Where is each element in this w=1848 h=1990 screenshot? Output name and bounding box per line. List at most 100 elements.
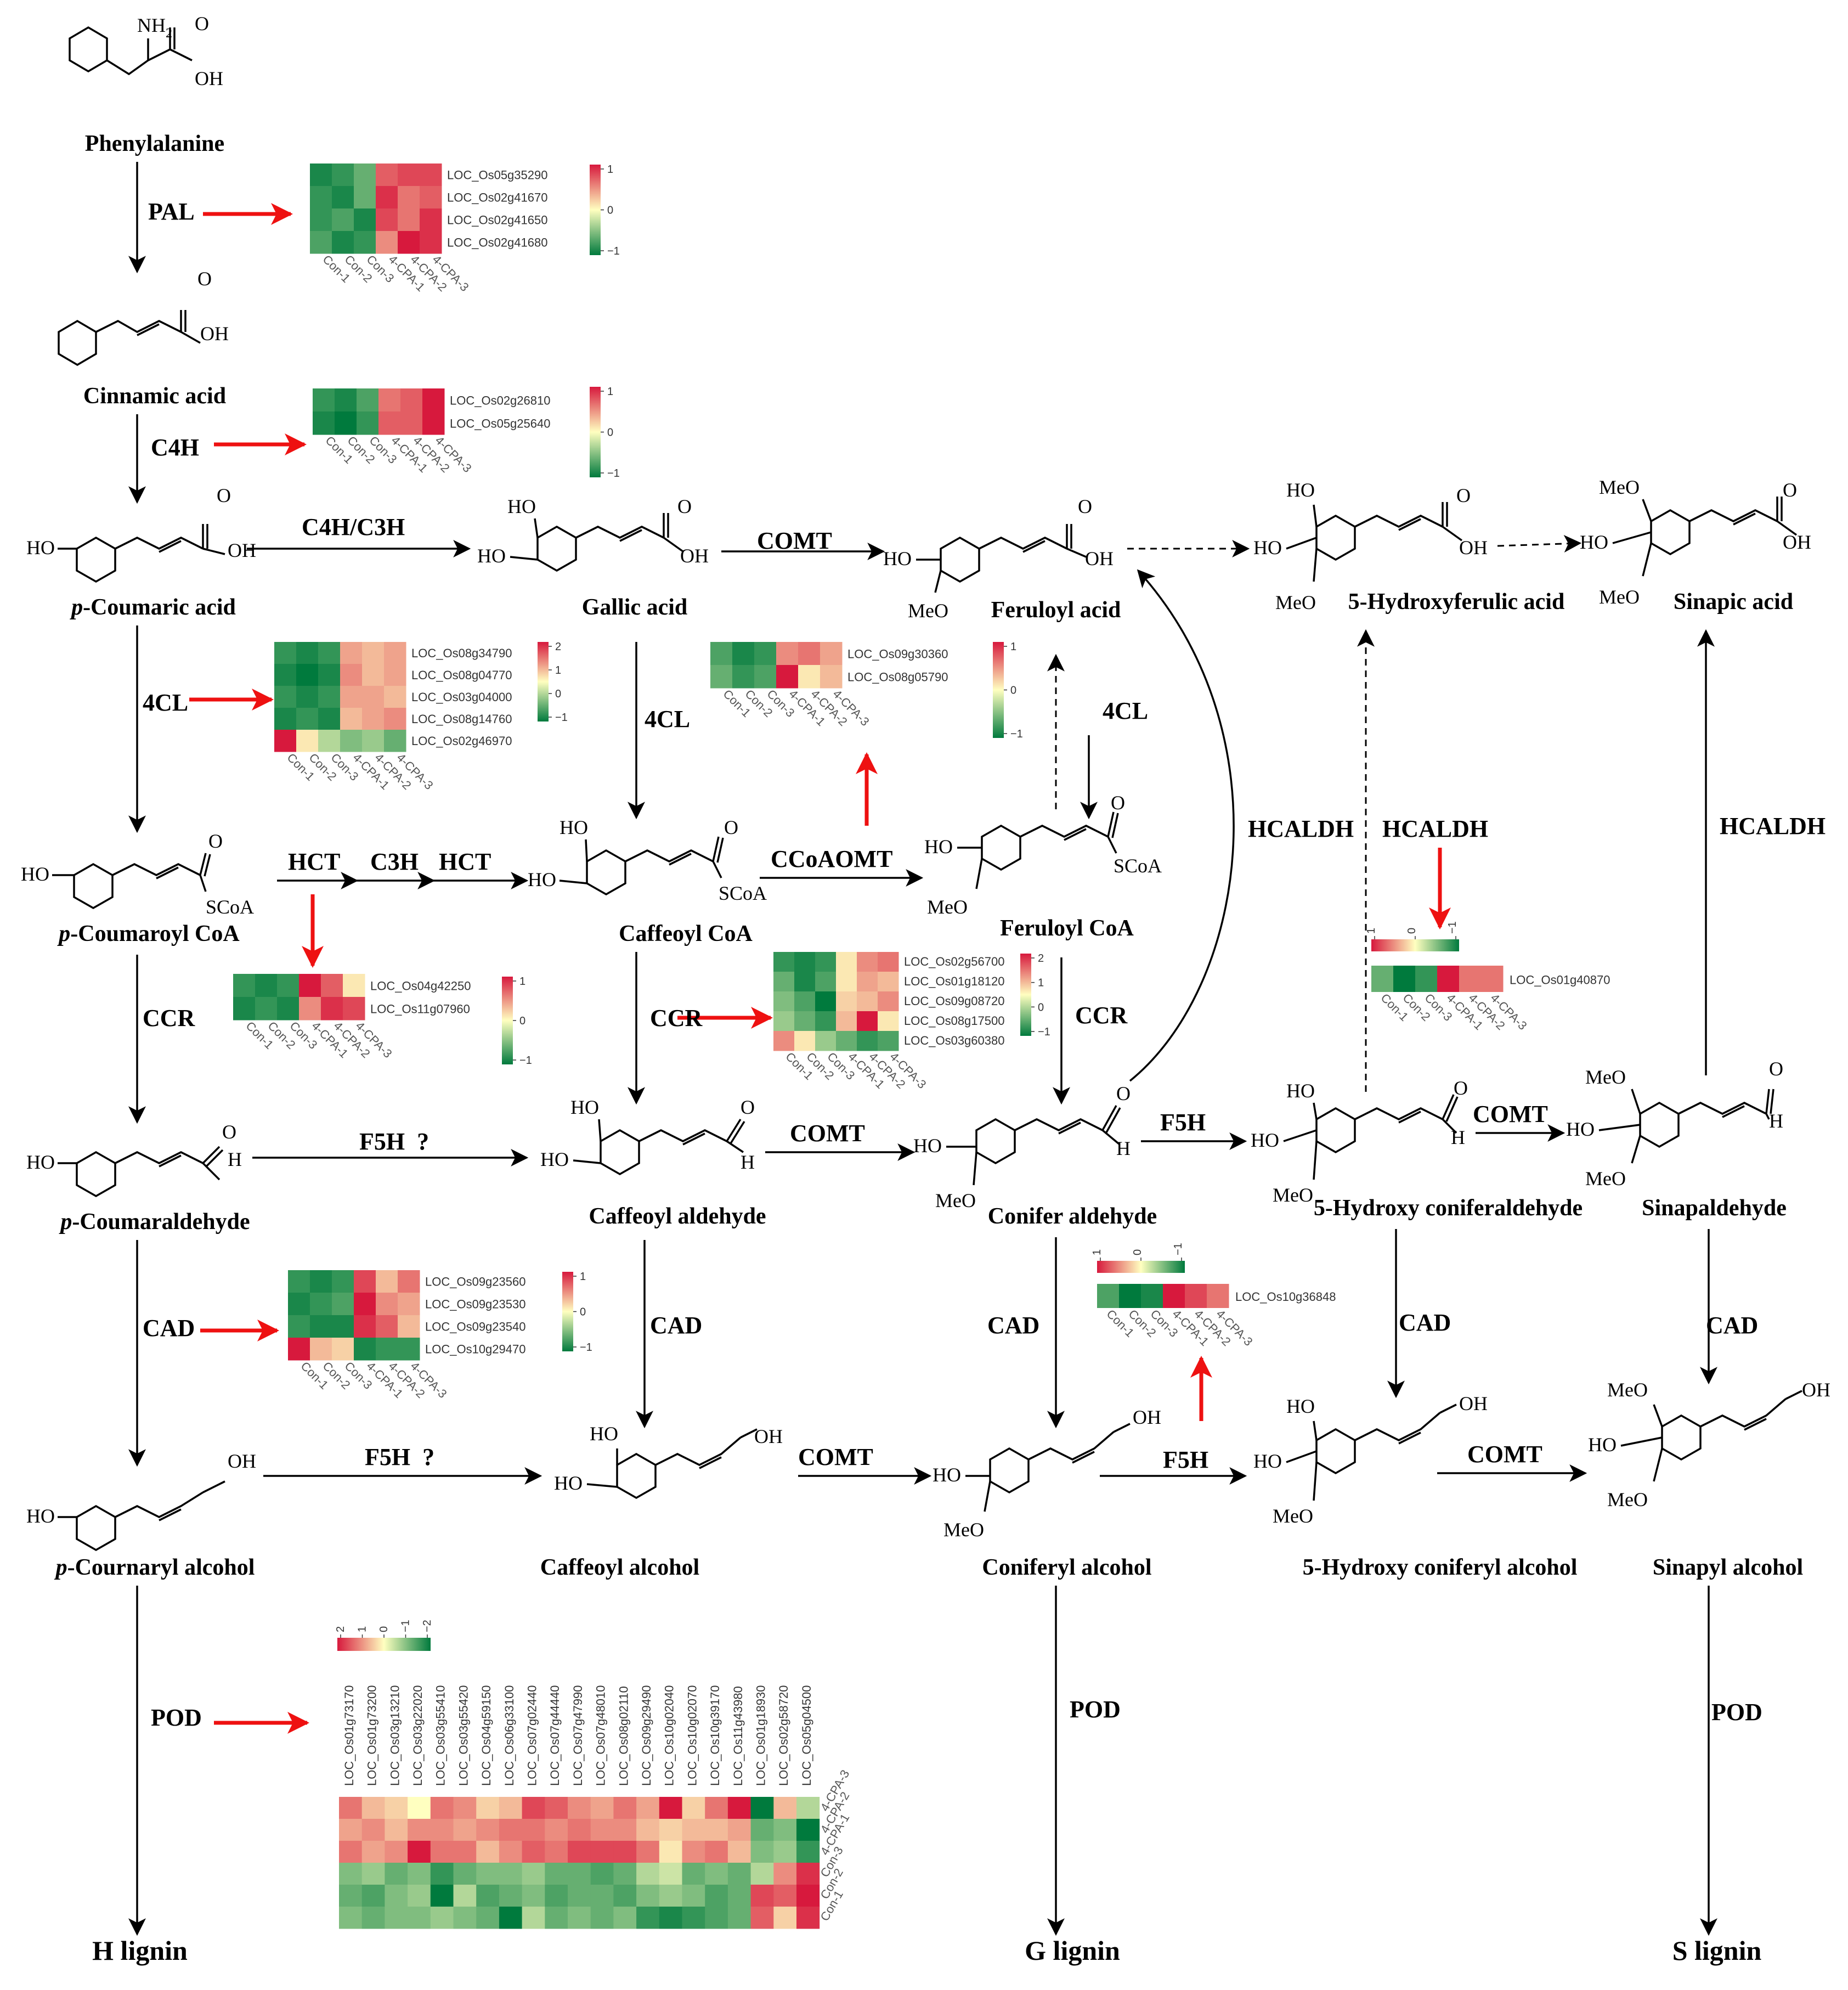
heatmap-cell bbox=[568, 1819, 591, 1841]
heatmap-cell bbox=[361, 1841, 385, 1863]
heatmap-cell bbox=[568, 1797, 591, 1819]
heatmap-cell bbox=[384, 642, 406, 664]
heatmap-cell bbox=[339, 1885, 363, 1907]
heatmap-cell bbox=[773, 952, 795, 972]
h-label: H bbox=[1451, 1126, 1465, 1148]
enzyme-hct-2: HCT bbox=[439, 848, 491, 875]
scale-tick: −1 bbox=[1010, 728, 1023, 740]
color-scale bbox=[502, 977, 513, 1064]
p-coumaric-acid-structure: HO O OH bbox=[26, 484, 256, 583]
heatmap-cell bbox=[590, 1819, 614, 1841]
heatmap-cell bbox=[339, 1907, 363, 1929]
heatmap-cell bbox=[422, 411, 445, 435]
heatmap-hct: LOC_Os04g42250LOC_Os11g07960Con-1Con-2Co… bbox=[233, 974, 532, 1067]
heatmap-cell bbox=[773, 1863, 797, 1885]
heatmap-cell bbox=[659, 1907, 682, 1929]
enzyme-cad-2: CAD bbox=[650, 1312, 702, 1339]
heatmap-cell bbox=[376, 1293, 398, 1316]
meo-label: MeO bbox=[1599, 586, 1640, 608]
heatmap-cell bbox=[343, 974, 365, 997]
heatmap-cell bbox=[705, 1863, 728, 1885]
heatmap-cell bbox=[430, 1797, 454, 1819]
ho-label: HO bbox=[507, 495, 536, 517]
heatmap-cell bbox=[659, 1841, 682, 1863]
heatmap-cell bbox=[727, 1819, 751, 1841]
heatmap-cell bbox=[815, 952, 837, 972]
o-label: O bbox=[1769, 1058, 1783, 1080]
gene-label: LOC_Os03g04000 bbox=[411, 690, 512, 704]
scale-tick: 0 bbox=[607, 427, 613, 439]
heatmap-cell bbox=[590, 1907, 614, 1929]
enzyme-pod-2: POD bbox=[1070, 1696, 1121, 1723]
heatmap-cell bbox=[476, 1841, 500, 1863]
heatmap-cell bbox=[400, 388, 423, 412]
gene-label: LOC_Os03g22020 bbox=[411, 1685, 425, 1786]
heatmap-cell bbox=[354, 1293, 376, 1316]
heatmap-cell bbox=[321, 974, 343, 997]
heatmap-cell bbox=[376, 164, 398, 187]
heatmap-cell bbox=[274, 730, 297, 752]
heatmap-cell bbox=[340, 664, 363, 686]
heatmap-cell bbox=[288, 1293, 310, 1316]
gene-label: LOC_Os08g04770 bbox=[411, 668, 512, 682]
enzyme-f5h-3: F5H ? bbox=[365, 1444, 434, 1470]
gene-label: LOC_Os09g23530 bbox=[425, 1298, 525, 1311]
heatmap-cell bbox=[776, 642, 799, 666]
meo-label: MeO bbox=[1273, 1184, 1313, 1206]
ho-label: HO bbox=[26, 537, 55, 559]
scale-tick: 0 bbox=[1132, 1249, 1144, 1255]
feruloyl-coa-structure: HO MeO O SCoA bbox=[924, 792, 1162, 918]
enzyme-c4h: C4H bbox=[151, 434, 199, 461]
label-g-lignin: G lignin bbox=[1025, 1935, 1120, 1966]
color-scale bbox=[337, 1638, 431, 1651]
heatmap-cell bbox=[398, 208, 420, 232]
label-h-lignin: H lignin bbox=[92, 1935, 188, 1966]
heatmap-cell bbox=[613, 1819, 637, 1841]
heatmap-cell bbox=[385, 1819, 408, 1841]
oh-label: OH bbox=[1783, 531, 1811, 553]
gene-label: LOC_Os02g58720 bbox=[777, 1685, 790, 1786]
heatmap-cell bbox=[836, 1011, 857, 1031]
heatmap-cell bbox=[277, 974, 299, 997]
heatmap-cell bbox=[613, 1863, 637, 1885]
label-5-hydroxyferulic-acid: 5-Hydroxyferulic acid bbox=[1348, 589, 1565, 615]
heatmap-cell bbox=[453, 1863, 477, 1885]
heatmap-cell bbox=[682, 1819, 705, 1841]
scale-tick: 1 bbox=[1038, 977, 1044, 989]
heatmap-cell bbox=[277, 997, 299, 1021]
heatmap-cell bbox=[476, 1885, 500, 1907]
heatmap-cell bbox=[378, 388, 401, 412]
heatmap-cell bbox=[636, 1797, 660, 1819]
heatmap-cell bbox=[332, 1293, 354, 1316]
heatmap-cell bbox=[499, 1819, 523, 1841]
label-feruloyl-coa: Feruloyl CoA bbox=[1000, 916, 1134, 941]
enzyme-4cl-2: 4CL bbox=[645, 706, 690, 732]
heatmap-cell bbox=[815, 1011, 837, 1031]
heatmap-cad: LOC_Os09g23560LOC_Os09g23530LOC_Os09g235… bbox=[288, 1270, 592, 1401]
label-caffeoyl-alcohol: Caffeoyl alcohol bbox=[540, 1555, 699, 1580]
heatmap-cell bbox=[339, 1841, 363, 1863]
heatmap-cell bbox=[836, 991, 857, 1012]
label-conifer-aldehyde: Conifer aldehyde bbox=[988, 1204, 1157, 1229]
heatmap-cell bbox=[453, 1841, 477, 1863]
label-phenylalanine: Phenylalanine bbox=[85, 131, 224, 156]
heatmap-cell bbox=[296, 642, 319, 664]
scale-tick: −1 bbox=[1038, 1026, 1050, 1038]
gene-label: LOC_Os03g60380 bbox=[904, 1034, 1004, 1047]
gene-label: LOC_Os01g40870 bbox=[1510, 973, 1610, 987]
gene-label: LOC_Os05g35290 bbox=[447, 168, 547, 182]
heatmap-cell bbox=[354, 208, 376, 232]
heatmap-cell bbox=[568, 1841, 591, 1863]
heatmap-cell bbox=[362, 708, 385, 730]
meo-label: MeO bbox=[943, 1519, 984, 1541]
gene-label: LOC_Os09g30360 bbox=[847, 647, 948, 661]
heatmap-cell bbox=[499, 1907, 523, 1929]
ho-label: HO bbox=[1286, 479, 1315, 501]
heatmap-cell bbox=[522, 1797, 545, 1819]
heatmap-cell bbox=[705, 1797, 728, 1819]
heatmap-cell bbox=[636, 1863, 660, 1885]
heatmap-cell bbox=[773, 1011, 795, 1031]
enzyme-cad-3: CAD bbox=[987, 1312, 1039, 1339]
heatmap-cell bbox=[878, 1031, 899, 1051]
heatmap-cell bbox=[310, 208, 332, 232]
